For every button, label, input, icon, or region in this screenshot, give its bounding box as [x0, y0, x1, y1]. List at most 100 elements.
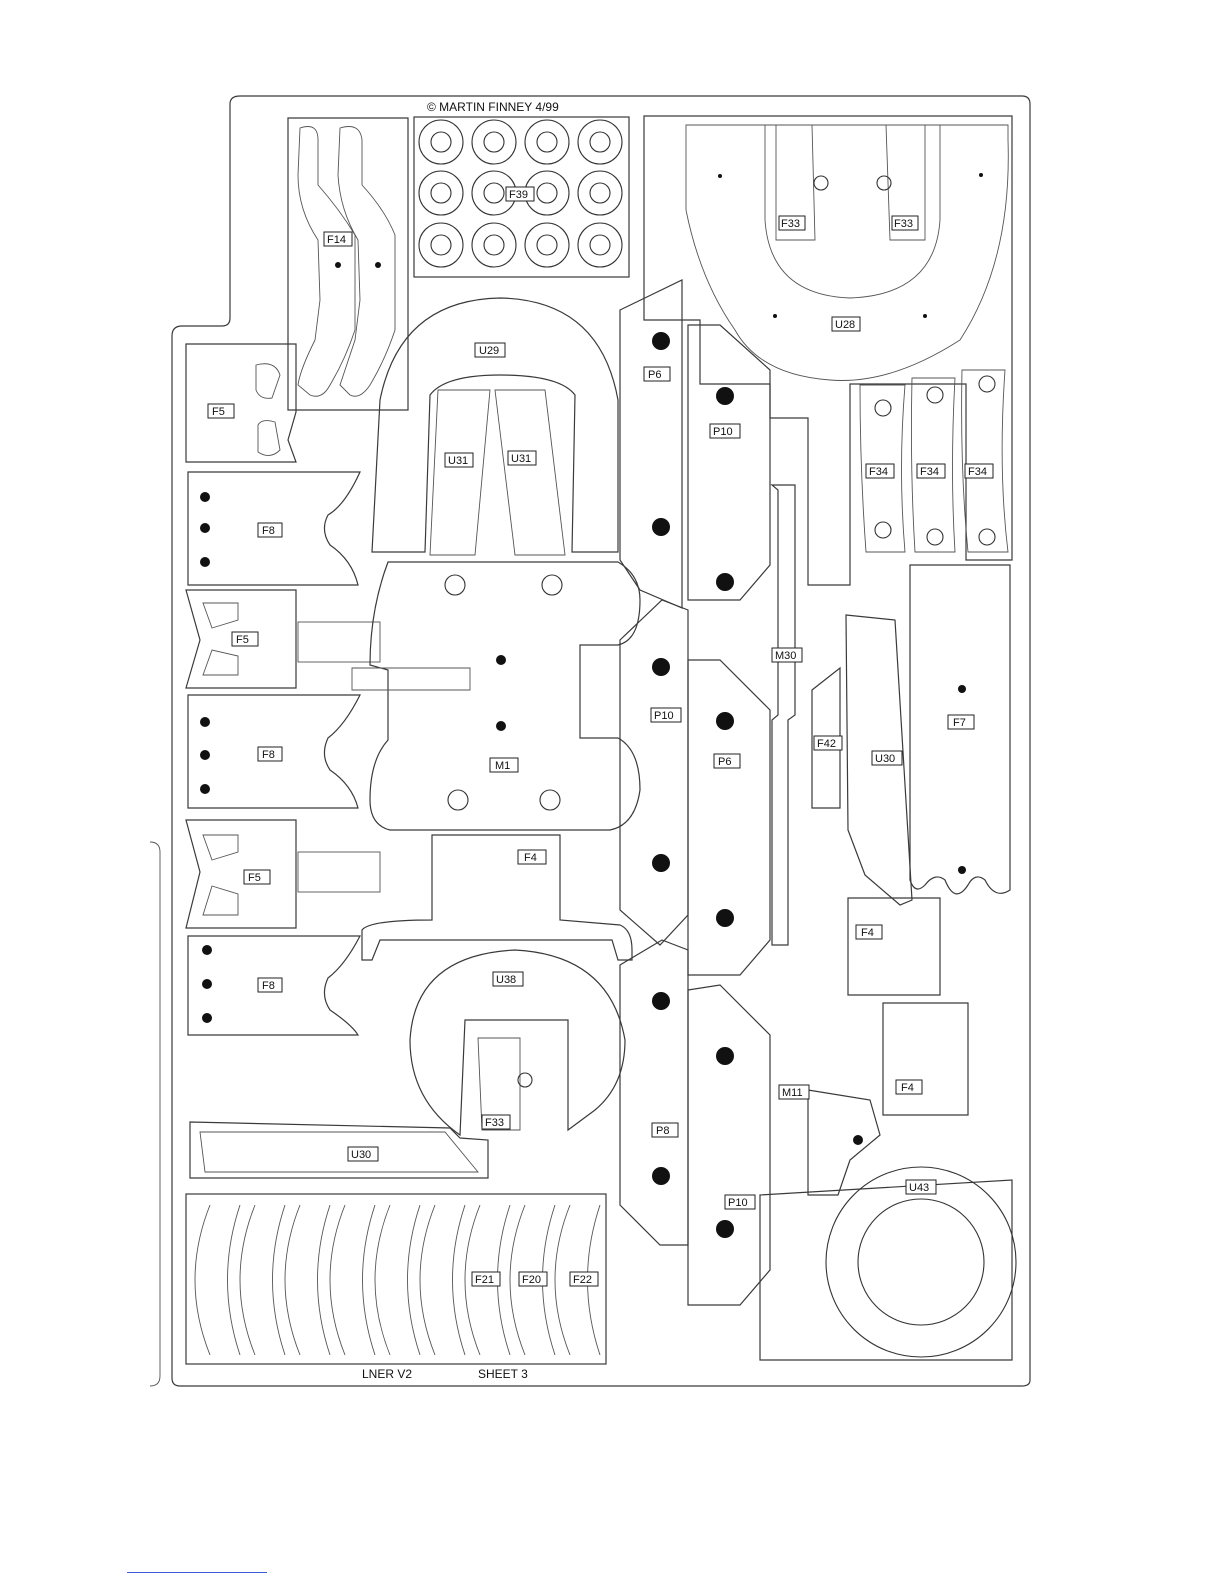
sheet-title: LNER V2 [362, 1367, 412, 1381]
hole [773, 314, 777, 318]
part-label-f21: F21 [475, 1274, 494, 1286]
part-label-u31-b: U31 [511, 453, 531, 465]
pivot-ring [877, 176, 891, 190]
part-label-f4-a: F4 [524, 852, 537, 864]
copyright-text: © MARTIN FINNEY 4/99 [427, 100, 559, 114]
part-label-f4-b: F4 [861, 927, 874, 939]
part-label-m1: M1 [495, 760, 510, 772]
part-f34-strips [860, 370, 1008, 552]
part-label-f34-b: F34 [920, 466, 939, 478]
part-label-f8-c: F8 [262, 980, 275, 992]
part-label-p10-a: P10 [713, 426, 733, 438]
hole [335, 262, 341, 268]
part-u43-outer [826, 1167, 1016, 1357]
footer-link-underline[interactable] [127, 1572, 267, 1573]
hole [200, 750, 210, 760]
part-label-f33-c: F33 [485, 1117, 504, 1129]
part-f14-strip-left [298, 127, 355, 397]
hole [496, 721, 506, 731]
part-f5-c-cutout [203, 835, 238, 915]
part-u28-outline [686, 125, 1008, 381]
part-label-p6-b: P6 [718, 756, 731, 768]
part-f14-strip-right [338, 127, 395, 397]
part-f5-a-cutout [256, 364, 280, 456]
part-label-u38: U38 [496, 974, 516, 986]
pivot-ring [448, 790, 468, 810]
sheet-border [172, 96, 1030, 1386]
part-label-f5-c: F5 [248, 872, 261, 884]
part-u31-a [430, 390, 490, 555]
part-label-f5-b: F5 [236, 634, 249, 646]
hole [718, 174, 722, 178]
sheet-number: SHEET 3 [478, 1367, 528, 1381]
pivot-ring [445, 575, 465, 595]
part-u30-b-inner [200, 1132, 478, 1172]
part-label-p8: P8 [656, 1125, 669, 1137]
pivot-ring [542, 575, 562, 595]
part-f5-a-frame [186, 344, 296, 462]
part-f5-b-tab [298, 622, 380, 662]
part-u30-b-outline [190, 1122, 488, 1178]
part-p6-a-outline [620, 280, 682, 608]
pivot-ring [814, 176, 828, 190]
part-f4-a-outline [362, 835, 632, 960]
left-edge-mark [150, 842, 160, 1386]
hole [375, 262, 381, 268]
hole [200, 784, 210, 794]
hole [200, 717, 210, 727]
part-u28-inner [765, 125, 940, 298]
part-f5-c-tab [298, 852, 380, 892]
part-label-m11: M11 [782, 1087, 803, 1099]
part-label-f34-c: F34 [968, 466, 987, 478]
part-label-f8-b: F8 [262, 749, 275, 761]
hole [923, 314, 927, 318]
part-label-f5-a: F5 [212, 406, 225, 418]
part-label-f39: F39 [509, 189, 528, 201]
frame-holes [652, 332, 734, 1238]
part-f4-b-outline [848, 898, 940, 995]
part-m1-centre-slot [352, 668, 470, 690]
part-label-f33-b: F33 [894, 218, 913, 230]
hole [958, 866, 966, 874]
part-label-p10-b: P10 [654, 710, 674, 722]
part-label-u30-a: U30 [875, 753, 895, 765]
part-label-f20: F20 [522, 1274, 541, 1286]
part-label-f22: F22 [573, 1274, 592, 1286]
part-u28-frame [644, 116, 1012, 585]
part-p10-c-outline [688, 985, 770, 1305]
part-label-p6-a: P6 [648, 369, 661, 381]
part-label-f34-a: F34 [869, 466, 888, 478]
part-label-f42: F42 [817, 738, 836, 750]
hole [958, 685, 966, 693]
part-label-p10-c: P10 [728, 1197, 748, 1209]
hole [979, 173, 983, 177]
part-label-f7: F7 [953, 717, 966, 729]
part-m11-outline [808, 1090, 880, 1195]
part-m1-outline [370, 562, 640, 830]
part-label-f14: F14 [327, 234, 346, 246]
hole [202, 945, 212, 955]
hole [200, 557, 210, 567]
part-p8-outline [620, 940, 688, 1245]
part-label-f4-c: F4 [901, 1082, 914, 1094]
part-m30-outline [772, 485, 795, 945]
hole [202, 1013, 212, 1023]
hole [496, 655, 506, 665]
pivot-ring [540, 790, 560, 810]
part-u43-inner [858, 1199, 984, 1325]
part-u29-outline [372, 298, 618, 552]
part-label-u29: U29 [479, 345, 499, 357]
part-label-u28: U28 [835, 319, 855, 331]
hole [200, 492, 210, 502]
hole [853, 1135, 863, 1145]
part-u43-frame [760, 1180, 1012, 1360]
part-label-f33-a: F33 [781, 218, 800, 230]
part-p10-b-outline [620, 600, 688, 945]
part-label-u30-b: U30 [351, 1149, 371, 1161]
part-label-f8-a: F8 [262, 525, 275, 537]
part-label-u43: U43 [909, 1182, 929, 1194]
hole [200, 523, 210, 533]
part-label-u31-a: U31 [448, 455, 468, 467]
part-p6-b-outline [688, 660, 770, 975]
